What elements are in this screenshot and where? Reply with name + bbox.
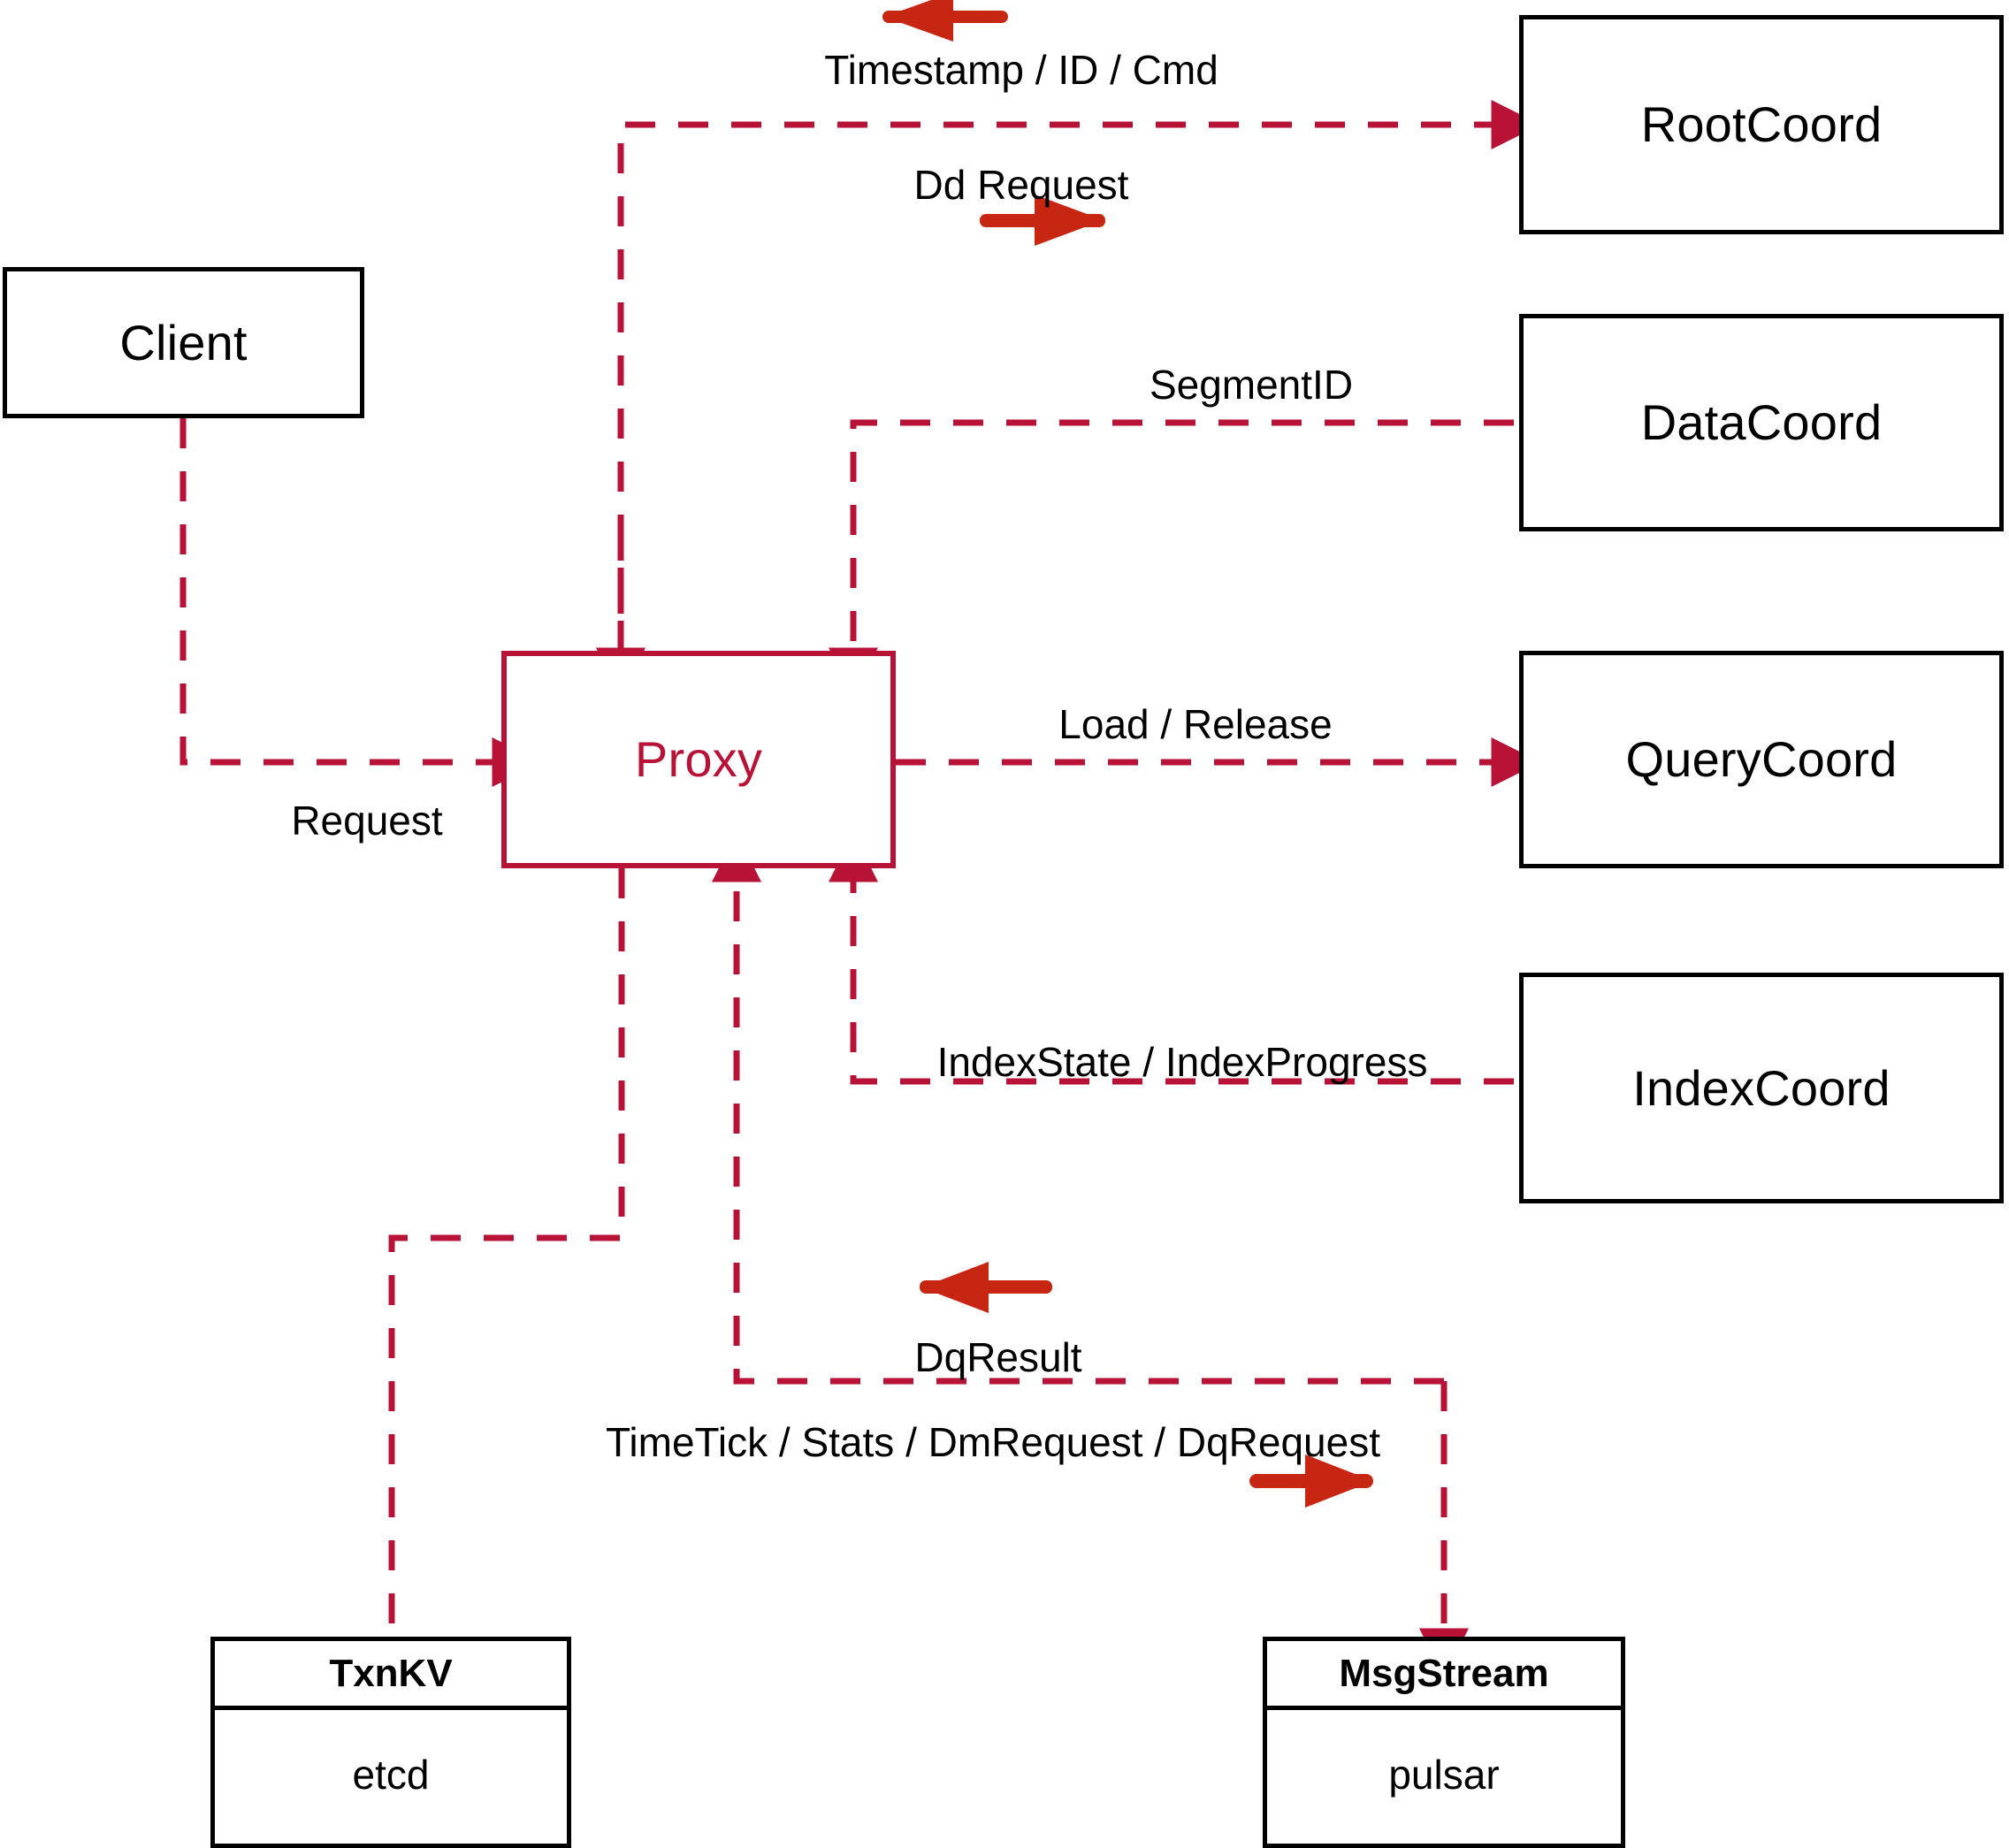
- node-msgstream-header-label: MsgStream: [1339, 1651, 1549, 1695]
- node-txnkv-header-label: TxnKV: [329, 1651, 453, 1695]
- edge-label-request: Request: [291, 798, 443, 844]
- node-txnkv-body-label: etcd: [352, 1752, 430, 1798]
- node-txnkv-body: etcd: [215, 1710, 567, 1839]
- flow-arrow-dqresult-left: [920, 1262, 1052, 1313]
- node-msgstream-header: MsgStream: [1267, 1641, 1621, 1710]
- node-msgstream-body: pulsar: [1267, 1710, 1621, 1839]
- edge-client-to-proxy: [180, 418, 542, 787]
- node-msgstream[interactable]: MsgStream pulsar: [1263, 1637, 1625, 1848]
- node-client[interactable]: Client: [3, 267, 364, 418]
- node-msgstream-body-label: pulsar: [1388, 1752, 1500, 1798]
- edge-label-index-state-progress: IndexState / IndexProgress: [936, 1039, 1428, 1085]
- edge-label-dd-request: Dd Request: [913, 162, 1129, 208]
- node-datacoord-label: DataCoord: [1640, 394, 1883, 450]
- node-querycoord-label: QueryCoord: [1625, 731, 1898, 787]
- node-proxy[interactable]: Proxy: [501, 651, 896, 868]
- node-indexcoord[interactable]: IndexCoord: [1519, 973, 2004, 1203]
- node-txnkv-header: TxnKV: [215, 1641, 567, 1710]
- edge-label-dq-result: DqResult: [914, 1334, 1082, 1380]
- node-datacoord[interactable]: DataCoord: [1519, 314, 2004, 531]
- node-querycoord[interactable]: QueryCoord: [1519, 651, 2004, 868]
- node-txnkv[interactable]: TxnKV etcd: [210, 1637, 571, 1848]
- node-rootcoord-label: RootCoord: [1640, 96, 1883, 152]
- edge-msgstream-to-proxy: [712, 832, 1444, 1385]
- edge-label-load-release: Load / Release: [1058, 701, 1333, 747]
- node-indexcoord-label: IndexCoord: [1632, 1059, 1891, 1116]
- edge-label-segment-id: SegmentID: [1149, 362, 1354, 408]
- flow-arrow-timestamp-left: [882, 0, 1008, 42]
- node-proxy-label: Proxy: [634, 731, 763, 787]
- edge-proxy-to-txnkv: [388, 868, 625, 1637]
- edge-label-timestamp-id-cmd: Timestamp / ID / Cmd: [824, 47, 1218, 93]
- edge-datacoord-to-proxy: [829, 419, 1514, 698]
- node-rootcoord[interactable]: RootCoord: [1519, 15, 2004, 234]
- node-client-label: Client: [119, 314, 248, 370]
- edge-label-timetick-stats: TimeTick / Stats / DmRequest / DqRequest: [606, 1419, 1380, 1465]
